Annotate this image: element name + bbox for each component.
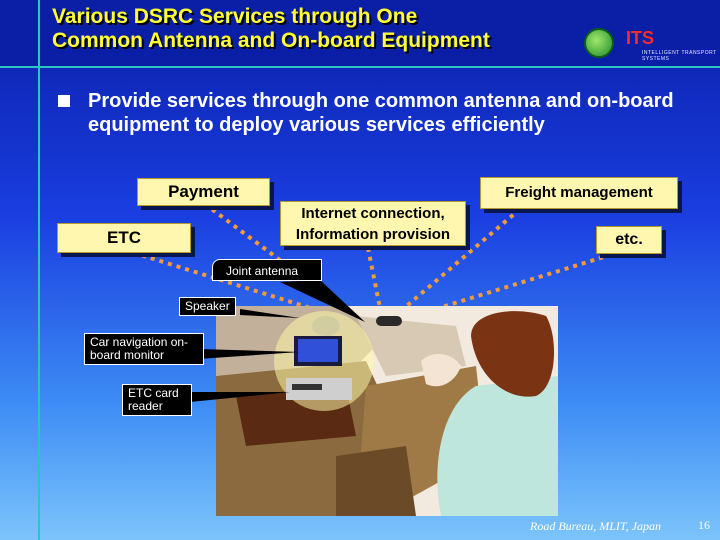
callout-speaker: Speaker bbox=[179, 297, 236, 316]
line-internet bbox=[366, 247, 384, 319]
callout-antenna: Joint antenna bbox=[212, 259, 322, 281]
antenna-graphic bbox=[376, 316, 402, 326]
service-internet-label: Internet connection, Information provisi… bbox=[295, 205, 451, 243]
left-margin-rule bbox=[38, 0, 40, 540]
callout-nav-text: Car navigation on-board monitor bbox=[90, 335, 189, 362]
bullet-square-icon bbox=[58, 95, 70, 107]
logo-subtitle: INTELLIGENT TRANSPORT SYSTEMS bbox=[642, 50, 717, 62]
service-etc-label: ETC bbox=[107, 228, 141, 247]
callout-card-text: ETC card reader bbox=[128, 386, 179, 413]
vehicle-interior-illustration bbox=[216, 306, 558, 516]
service-payment: Payment bbox=[137, 178, 270, 206]
service-freight: Freight management bbox=[480, 177, 678, 209]
callout-nav: Car navigation on-board monitor bbox=[84, 333, 204, 365]
callout-card: ETC card reader bbox=[122, 384, 192, 416]
driver-shirt bbox=[437, 376, 558, 516]
slide-title: Various DSRC Services through One Common… bbox=[52, 5, 490, 52]
service-others: etc. bbox=[596, 226, 662, 254]
callout-antenna-text: Joint antenna bbox=[226, 264, 299, 278]
callout-speaker-text: Speaker bbox=[185, 299, 230, 313]
its-logo: ITS INTELLIGENT TRANSPORT SYSTEMS bbox=[580, 26, 720, 66]
service-payment-label: Payment bbox=[168, 182, 239, 201]
footer-credit: Road Bureau, MLIT, Japan bbox=[530, 519, 661, 533]
bullet-text: Provide services through one common ante… bbox=[88, 90, 674, 136]
service-others-label: etc. bbox=[615, 231, 643, 248]
globe-icon bbox=[584, 28, 614, 58]
logo-text: ITS bbox=[626, 28, 655, 48]
line-freight bbox=[393, 207, 522, 318]
service-internet: Internet connection, Information provisi… bbox=[280, 201, 466, 246]
title-divider bbox=[0, 66, 720, 68]
service-freight-label: Freight management bbox=[505, 184, 653, 201]
service-etc: ETC bbox=[57, 223, 191, 253]
driver-hand bbox=[421, 354, 461, 387]
page-number: 16 bbox=[698, 518, 710, 532]
driver-hair bbox=[471, 311, 555, 397]
